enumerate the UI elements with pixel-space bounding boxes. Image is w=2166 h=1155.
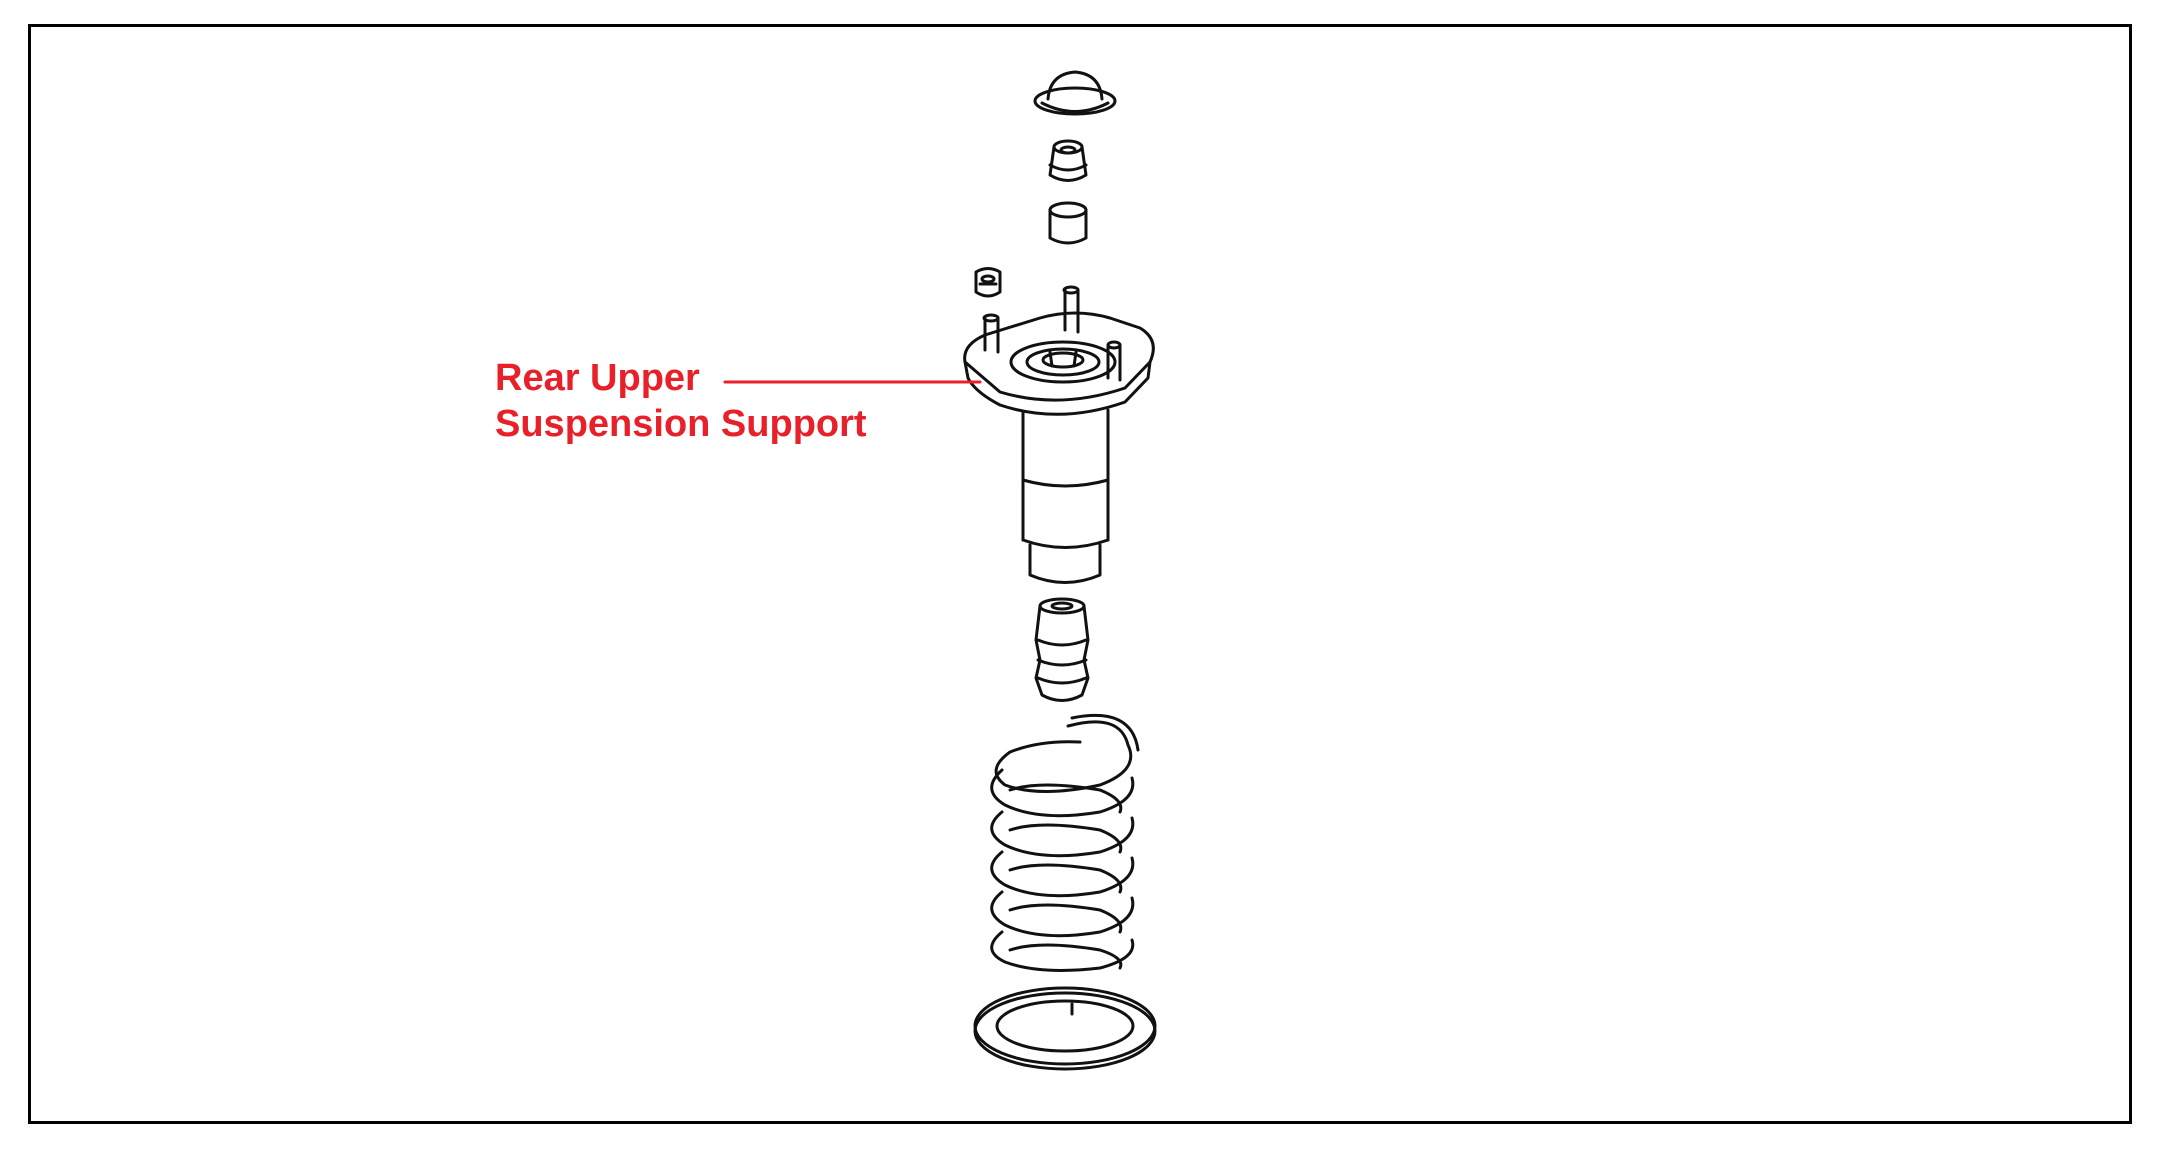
callout-line-1: Rear Upper	[495, 357, 700, 399]
spring-seat-part	[973, 986, 1157, 1071]
collar-part	[1048, 201, 1088, 245]
bump-stop-part	[1034, 597, 1090, 702]
callout-label: Rear Upper Suspension Support	[495, 355, 867, 447]
upper-suspension-support-part	[963, 285, 1155, 584]
diagram-frame	[28, 24, 2132, 1124]
dust-cap-part	[1033, 70, 1117, 116]
callout-line-2: Suspension Support	[495, 403, 867, 445]
nut-part	[1048, 139, 1088, 182]
mounting-nut-part	[974, 267, 1002, 298]
coil-spring-part	[990, 713, 1140, 972]
